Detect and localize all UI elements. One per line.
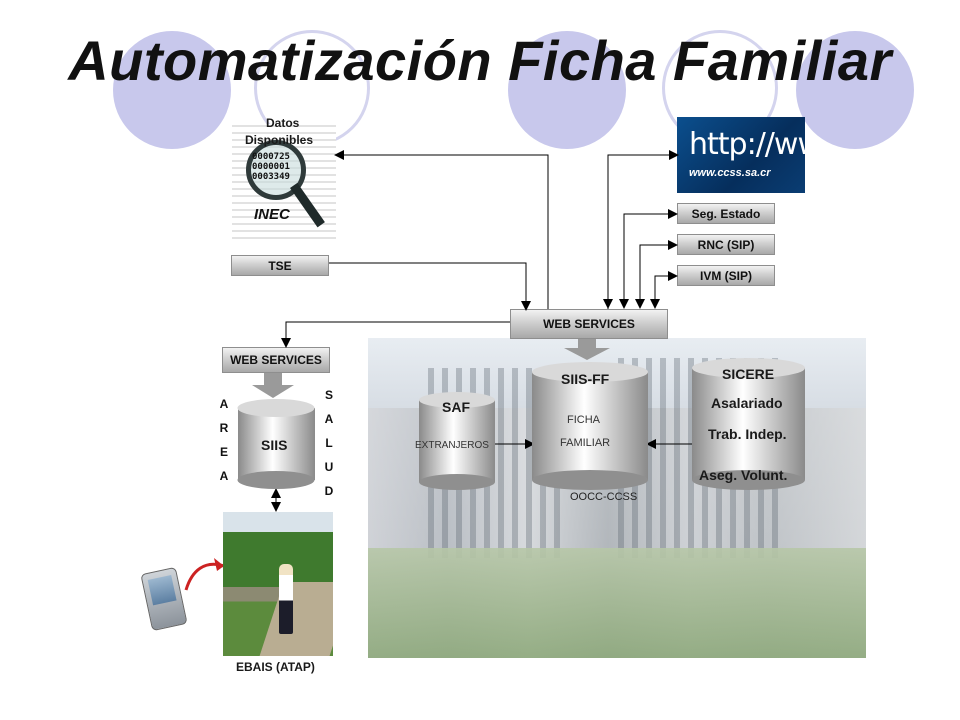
sicere-line2: Trab. Indep. [708,426,787,442]
siis-ff-label: SIIS-FF [561,371,610,387]
siis-ff-cylinder [532,362,648,490]
sicere-line1: Asalariado [711,395,783,411]
http-logo: http://www [689,127,805,162]
web-services-left: WEB SERVICES [222,347,330,373]
sicere-cylinder [692,358,805,490]
page-title: Automatización Ficha Familiar [68,29,892,92]
decor-circle-1 [113,31,231,149]
line-to-left-ws [281,321,510,348]
siis-ff-line1: FICHA [567,414,600,426]
saf-label: SAF [442,399,470,415]
http-banner: http://www www.ccss.sa.cr [677,117,805,193]
line-to-inec [334,150,549,309]
decor-circle-3 [796,31,914,149]
block-arrow-main [564,339,610,360]
service-rnc: RNC (SIP) [677,234,775,255]
block-arrow-left [252,373,294,398]
tse-bar: TSE [231,255,329,276]
sicere-line3: Aseg. Volunt. [699,467,788,483]
sicere-label: SICERE [722,366,775,382]
saf-sub: EXTRANJEROS [415,440,489,451]
inec-caption-line2: Disponibles [245,133,314,147]
ebais-photo [223,512,333,656]
siis-cylinder [237,399,315,489]
web-services-main: WEB SERVICES [510,309,668,339]
saf-cylinder [419,392,495,490]
inec-logo: INEC [254,206,290,223]
ebais-label: EBAIS (ATAP) [236,660,315,674]
inec-caption-line1: Datos [266,116,300,130]
line-tse [329,262,531,311]
http-url: www.ccss.sa.cr [689,167,771,179]
siis-label: SIIS [261,437,288,453]
service-seg-estado: Seg. Estado [677,203,775,224]
siis-ff-line2: FAMILIAR [560,437,611,449]
service-ivm: IVM (SIP) [677,265,775,286]
siis-ff-caption: OOCC-CCSS [570,491,638,503]
decor-circle-2 [508,31,626,149]
